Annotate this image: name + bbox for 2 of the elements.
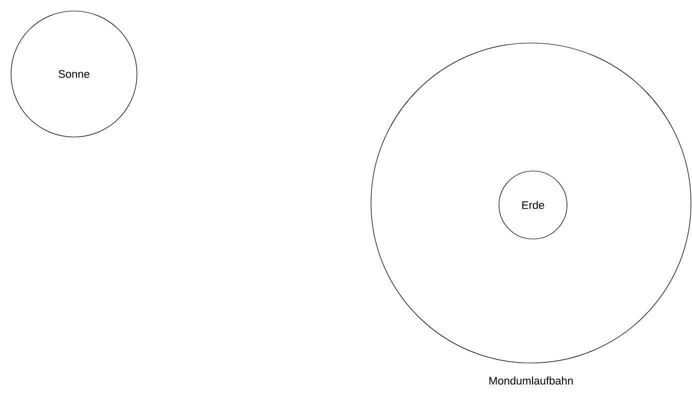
orbit-label: Mondumlaufbahn [489, 376, 573, 385]
orbit-circle [370, 42, 692, 364]
